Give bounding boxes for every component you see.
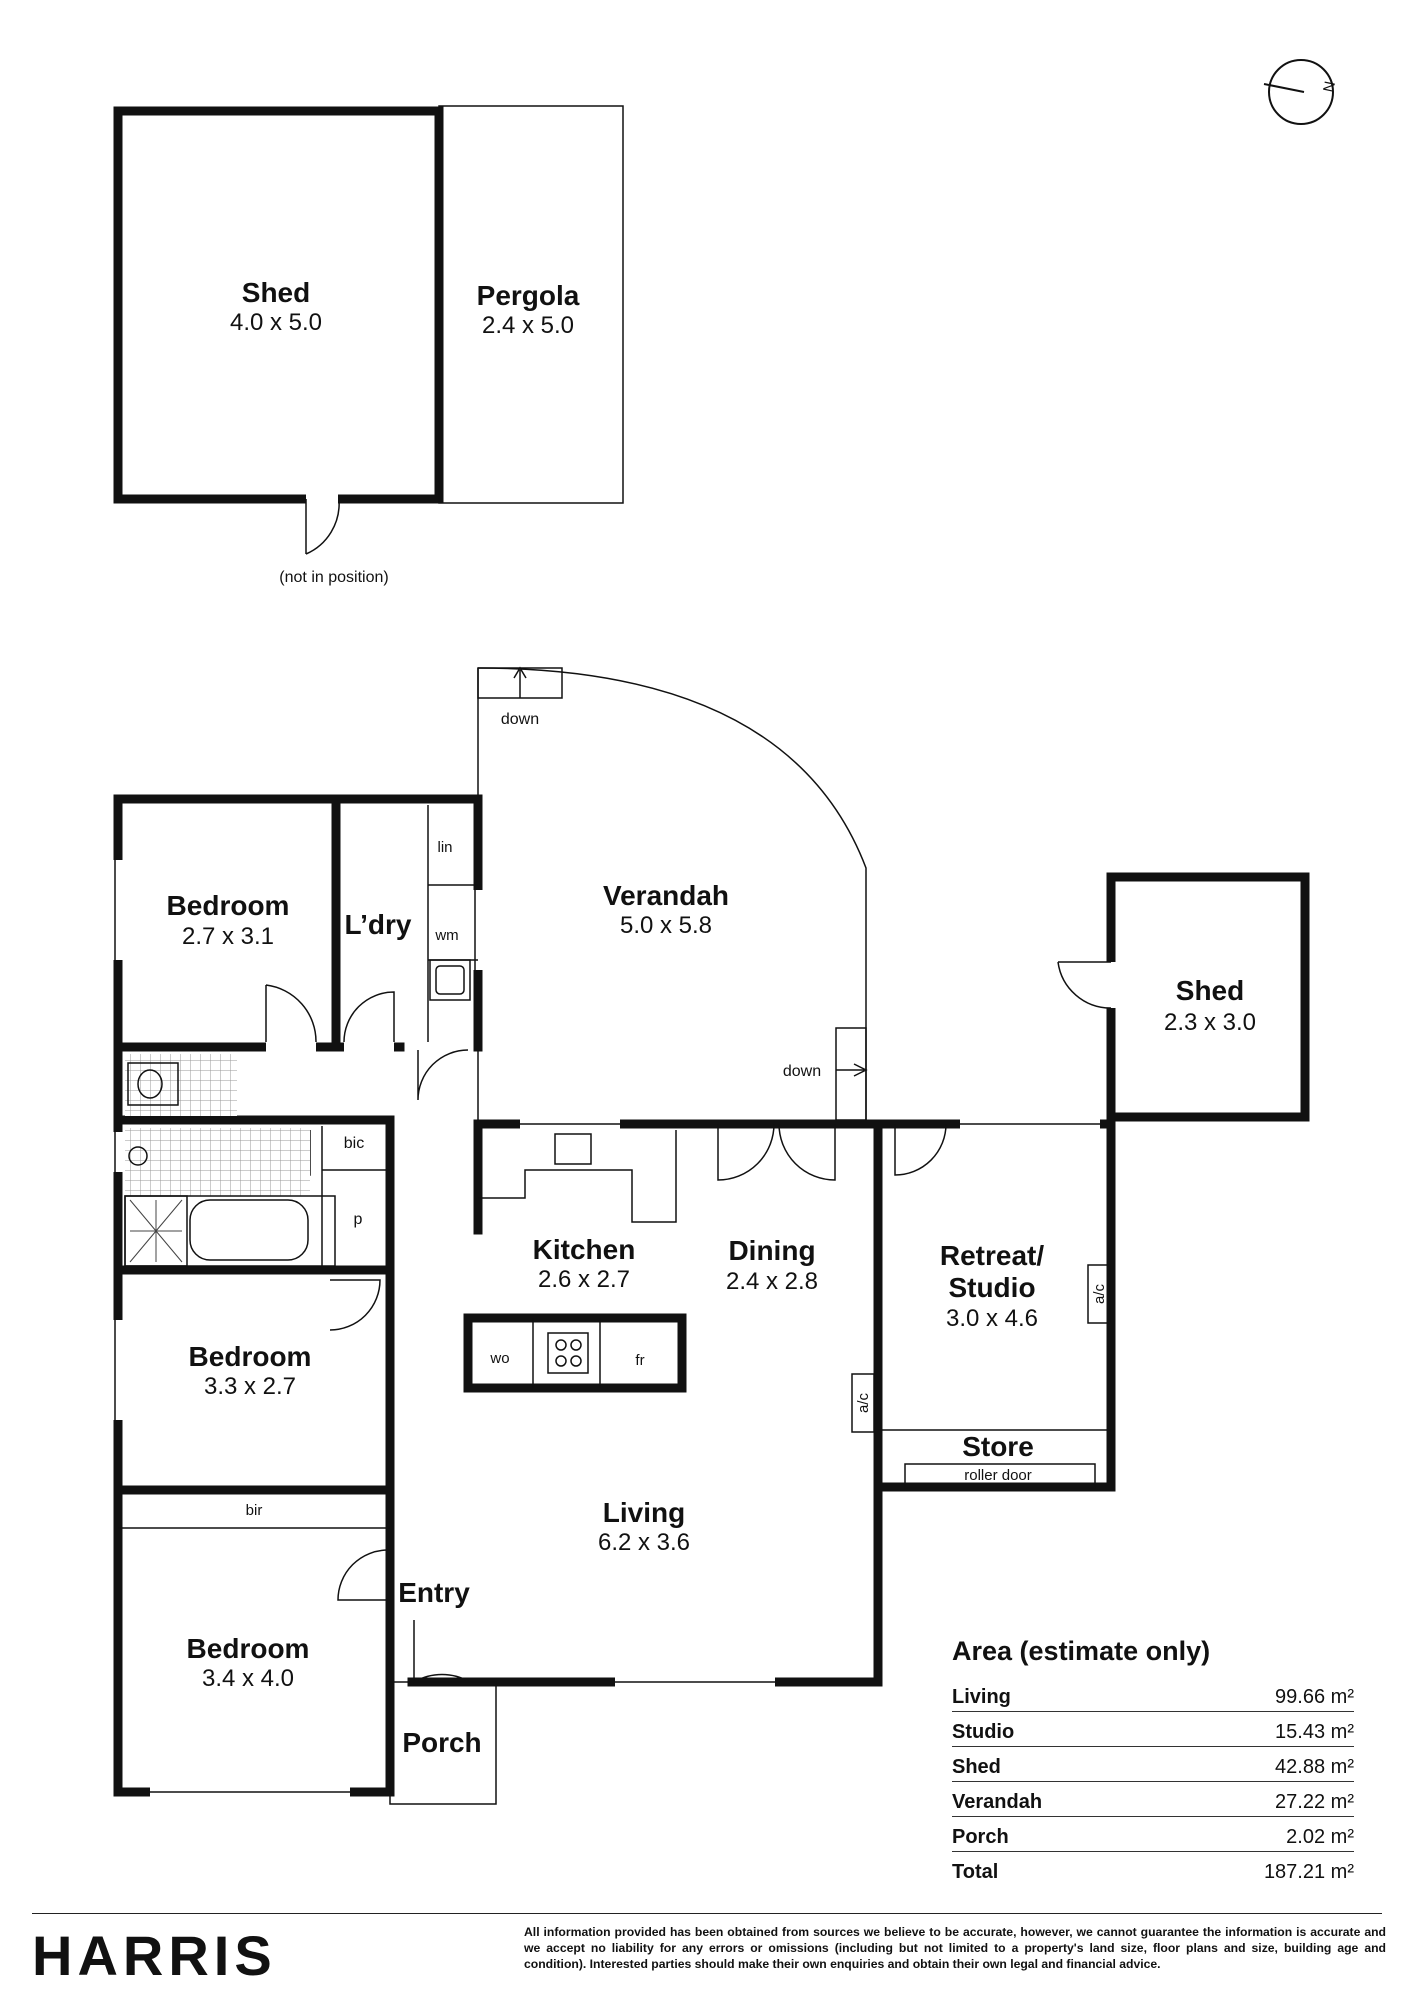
dining-name: Dining	[728, 1235, 815, 1266]
porch-name: Porch	[402, 1727, 481, 1758]
shed-main-name: Shed	[242, 277, 310, 308]
disclaimer-text: All information provided has been obtain…	[524, 1925, 1386, 1971]
compass-letter: N	[1320, 80, 1339, 94]
pergola-name: Pergola	[477, 280, 580, 311]
bic-label: bic	[344, 1135, 364, 1152]
fridge-label: fr	[635, 1352, 644, 1369]
compass-north-icon: N	[1263, 59, 1339, 125]
kitchen-dims: 2.6 x 2.7	[538, 1266, 630, 1293]
living-dims: 6.2 x 3.6	[598, 1529, 690, 1556]
verandah-dims: 5.0 x 5.8	[620, 912, 712, 939]
area-row-value: 42.88 m²	[1275, 1756, 1354, 1778]
area-total-label: Total	[952, 1861, 999, 1883]
area-row-value: 99.66 m²	[1275, 1686, 1354, 1708]
area-row: Living 99.66 m²	[952, 1677, 1354, 1712]
shed-small-name: Shed	[1176, 975, 1244, 1006]
linen-label: lin	[437, 839, 452, 856]
shed-small-dims: 2.3 x 3.0	[1164, 1009, 1256, 1036]
bedroom-3-dims: 3.4 x 4.0	[202, 1665, 294, 1692]
bathroom	[124, 1054, 336, 1267]
bedroom-3-name: Bedroom	[187, 1633, 310, 1664]
washing-machine-label: wm	[434, 927, 458, 944]
pantry-label: p	[354, 1211, 363, 1228]
footer-divider	[32, 1913, 1382, 1914]
area-row: Studio 15.43 m²	[952, 1712, 1354, 1747]
dining-dims: 2.4 x 2.8	[726, 1268, 818, 1295]
verandah-down-label: down	[501, 711, 539, 728]
roller-door-label: roller door	[964, 1467, 1032, 1484]
ac-unit-label-2: a/c	[1091, 1283, 1108, 1304]
retreat-name-1: Retreat/	[940, 1240, 1044, 1271]
kitchen-name: Kitchen	[533, 1234, 636, 1265]
shed-position-note: (not in position)	[279, 569, 388, 586]
area-row-value: 27.22 m²	[1275, 1791, 1354, 1813]
area-row: Shed 42.88 m²	[952, 1747, 1354, 1782]
area-row: Verandah 27.22 m²	[952, 1782, 1354, 1817]
bedroom-1-name: Bedroom	[167, 890, 290, 921]
area-row-label: Verandah	[952, 1791, 1043, 1813]
area-row-value: 15.43 m²	[1275, 1721, 1354, 1743]
brand-logo: HARRIS	[32, 1924, 277, 1987]
retreat-name-2: Studio	[948, 1272, 1035, 1303]
living-name: Living	[603, 1497, 685, 1528]
area-row-label: Shed	[952, 1756, 1001, 1778]
area-title: Area (estimate only)	[952, 1636, 1211, 1666]
pergola-dims: 2.4 x 5.0	[482, 312, 574, 339]
area-total-row: Total 187.21 m²	[952, 1852, 1354, 1886]
pergola	[438, 105, 624, 504]
porch	[389, 1681, 497, 1805]
area-total-value: 187.21 m²	[1263, 1861, 1354, 1883]
shed-main-dims: 4.0 x 5.0	[230, 309, 322, 336]
wall-oven-label: wo	[489, 1350, 509, 1367]
doors	[259, 984, 947, 1684]
area-row-label: Porch	[952, 1826, 1009, 1848]
retreat-dims: 3.0 x 4.6	[946, 1305, 1038, 1332]
area-row: Porch 2.02 m²	[952, 1817, 1354, 1852]
kitchen-benches	[463, 1130, 687, 1393]
built-in-robe-label: bir	[246, 1502, 263, 1519]
area-table: Area (estimate only) Living 99.66 m² Stu…	[952, 1636, 1354, 1886]
windows	[112, 860, 1100, 1798]
shed-small	[1057, 872, 1310, 1122]
laundry-name: L’dry	[345, 909, 412, 940]
bedroom-2-name: Bedroom	[189, 1341, 312, 1372]
area-row-label: Studio	[952, 1721, 1015, 1743]
store-name: Store	[962, 1431, 1034, 1462]
bedroom-2-dims: 3.3 x 2.7	[204, 1373, 296, 1400]
verandah-name: Verandah	[603, 880, 729, 911]
ac-unit-label-1: a/c	[855, 1392, 872, 1413]
bedroom-1-dims: 2.7 x 3.1	[182, 923, 274, 950]
area-row-label: Living	[952, 1686, 1011, 1708]
laundry-fixtures	[427, 805, 478, 1042]
area-row-value: 2.02 m²	[1286, 1826, 1354, 1848]
entry-name: Entry	[398, 1577, 470, 1608]
verandah-down-label-2: down	[783, 1063, 821, 1080]
